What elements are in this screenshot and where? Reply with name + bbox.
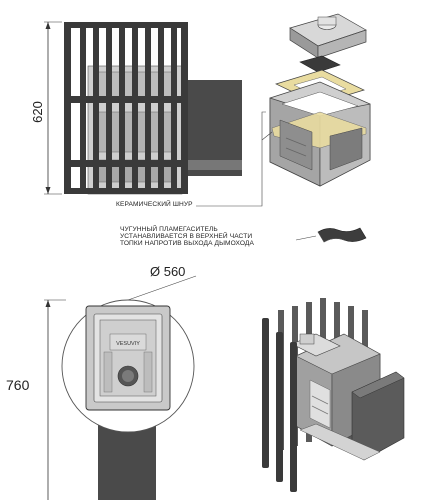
cutaway-isometric-view — [262, 298, 405, 492]
diameter-dimension: Ø 560 — [127, 264, 197, 301]
cage-bar — [119, 22, 125, 194]
cage-bar-front — [276, 332, 283, 482]
cage-bar-front — [262, 318, 269, 468]
flame-damper-leader — [295, 235, 317, 241]
exploded-firebox-view — [196, 13, 371, 243]
diameter-value: Ø 560 — [150, 264, 185, 279]
top-cover — [289, 13, 367, 59]
cage-bar — [145, 22, 151, 194]
firebox-door: VESUVIY — [85, 305, 171, 411]
flame-damper — [317, 227, 367, 243]
cage-bar — [158, 22, 164, 194]
plan-view: VESUVIY Ø 560 760 — [6, 264, 197, 500]
cage-bar — [80, 22, 86, 194]
cage-bar — [171, 22, 177, 194]
ceramic-cord-label: КЕРАМИЧЕСКИЙ ШНУР — [116, 201, 193, 208]
depth-value: 760 — [6, 377, 30, 393]
height-value: 620 — [30, 101, 45, 123]
height-dimension: 620 — [30, 21, 62, 195]
flame-damper-line-2: УСТАНАВЛИВАЕТСЯ В ВЕРХНЕЙ ЧАСТИ — [120, 233, 253, 240]
cage-bar-front — [290, 342, 297, 492]
cage-bar — [106, 22, 112, 194]
cage-bar — [132, 22, 138, 194]
front-elevation-view: 620 — [30, 21, 242, 195]
ceramic-cord-leader — [196, 111, 266, 207]
cage-bar — [93, 22, 99, 194]
mesh-cage — [64, 22, 188, 194]
flame-damper-line-3: ТОПКИ НАПРОТИВ ВЫХОДА ДЫМОХОДА — [120, 240, 254, 247]
door-logo: VESUVIY — [116, 341, 140, 347]
depth-dimension: 760 — [6, 299, 66, 500]
connector-plate — [299, 55, 341, 73]
firebox-main-body — [269, 81, 371, 187]
flame-damper-line-1: ЧУГУННЫЙ ПЛАМЕГАСИТЕЛЬ — [120, 226, 218, 233]
